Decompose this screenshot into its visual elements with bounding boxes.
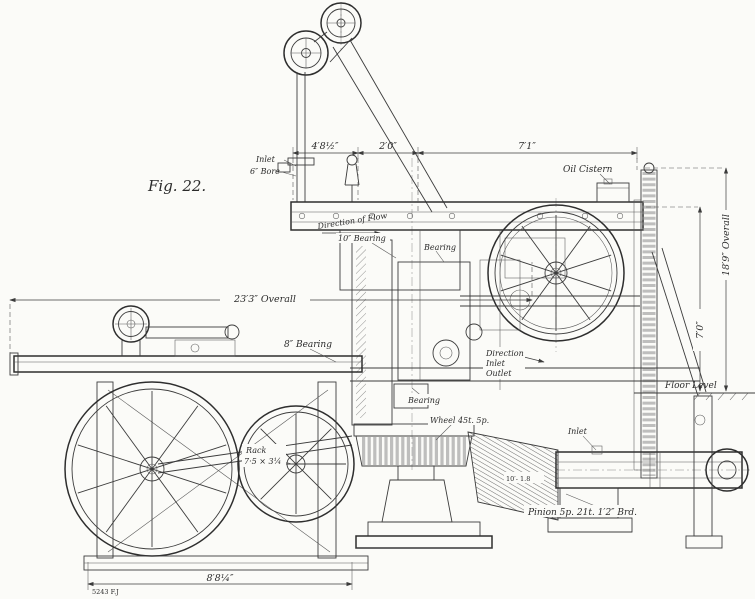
feed-pulley: [112, 305, 240, 356]
label-inlet-right: Inlet: [567, 427, 588, 436]
feed-pipe: [277, 72, 315, 202]
dimension-top: 4′8½″ 2′0″ 7′1″: [292, 141, 638, 213]
label-inlet-mid: Inlet: [485, 359, 506, 368]
label-inlet-top: Inlet: [255, 155, 276, 164]
main-gear-wheel: [487, 204, 625, 342]
plate-mark: 5243 F.J: [92, 588, 119, 596]
centerlines: [340, 2, 750, 471]
dim-top-left: 4′8½″: [310, 141, 338, 152]
gear-rack-right: [633, 162, 658, 479]
label-direction: Direction: [485, 349, 524, 358]
dim-top-mid: 2′0″: [378, 141, 397, 152]
top-frame: [290, 201, 644, 231]
label-bearing-10: 10″ Bearing: [338, 234, 386, 243]
label-bearing-8: 8″ Bearing: [284, 340, 332, 350]
floor-line: [634, 392, 755, 401]
label-floor-level: Floor Level: [664, 381, 717, 391]
main-gear-spokes: [500, 215, 612, 331]
crown-wheel: [353, 423, 493, 549]
label-pinion-spec: Pinion 5p. 21t. 1′2″ Brd.: [527, 508, 637, 518]
right-support: [651, 247, 723, 549]
label-bearing-upper: Bearing: [423, 243, 456, 252]
dim-base-width: 8′8¼″: [206, 573, 233, 584]
dimension-height-frame: 7′0″: [646, 206, 706, 392]
label-shaft-mark: 10′- 1.8: [506, 475, 530, 483]
gear-housing: [339, 229, 640, 426]
label-outlet: Outlet: [486, 369, 512, 378]
dimension-overall-width: 23′3″ Overall: [9, 262, 533, 354]
oil-cistern: [596, 178, 630, 203]
label-rack-spec: 7·5 × 3¼: [244, 457, 281, 466]
lifting-shackle: [344, 154, 360, 202]
base-plates: [83, 555, 369, 571]
label-oil-cistern: Oil Cistern: [563, 165, 613, 175]
label-wheel-spec: Wheel 45t. 5p.: [430, 416, 489, 425]
annotations: Fig. 22. Inlet 6″ Bore Oil Cistern Direc…: [92, 155, 717, 596]
label-bearing-mid: Bearing: [407, 396, 440, 405]
label-rack-name: Rack: [245, 446, 266, 455]
top-pulley-assembly: [283, 2, 448, 213]
left-bed: [9, 339, 363, 559]
dim-height-frame: 7′0″: [695, 321, 706, 339]
dimension-base-width: 8′8¼″: [87, 562, 353, 590]
flywheel-spokes: [77, 391, 227, 547]
dim-overall-width: 23′3″ Overall: [233, 294, 296, 305]
dim-top-right: 7′1″: [518, 141, 536, 152]
output-shaft: [547, 448, 749, 533]
label-bore: 6″ Bore: [250, 167, 280, 176]
dimension-overall-height: 18′9″ Overall: [645, 167, 732, 392]
figure-caption: Fig. 22.: [147, 177, 206, 195]
left-flywheel: [64, 381, 353, 557]
dim-overall-height: 18′9″ Overall: [721, 214, 732, 276]
label-direction-of-flow: Direction of Flow: [316, 211, 388, 231]
